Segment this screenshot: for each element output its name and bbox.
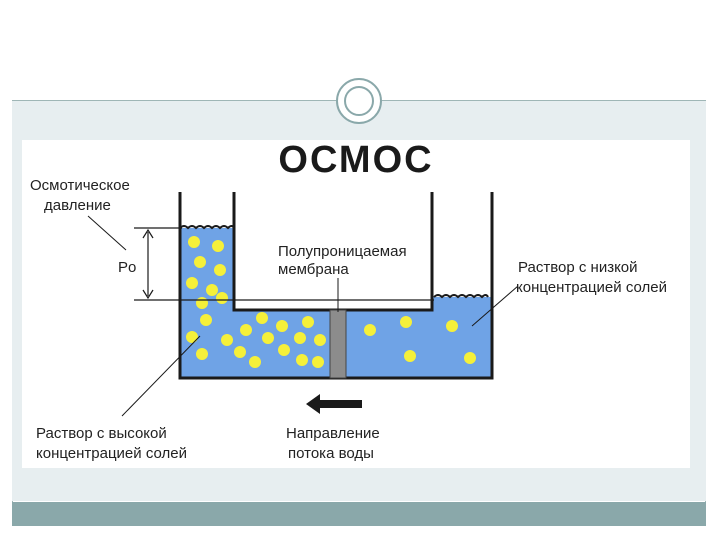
osmosis-svg: Po Осмотическое давление Полупроницаемая…: [30, 177, 667, 462]
low-conc-leader: [471, 285, 519, 327]
pressure-symbol: Po: [118, 259, 136, 276]
osmotic-pressure-label-2: давление: [44, 197, 111, 214]
right-surface-wave: [433, 294, 489, 299]
diagram-title: ОСМОС: [278, 139, 434, 181]
ring-inner: [344, 86, 374, 116]
membrane: [329, 309, 347, 379]
membrane-label-2: мембрана: [278, 261, 349, 278]
low-conc-label-1: Раствор с низкой: [518, 259, 638, 276]
particles: [186, 236, 476, 368]
solution-fill: [180, 228, 492, 378]
high-conc-label-1: Раствор с высокой: [36, 425, 167, 442]
left-surface-wave: [179, 225, 235, 230]
flow-label-1: Направление: [286, 425, 380, 442]
osmotic-pressure-label-1: Осмотическое: [30, 177, 130, 194]
pressure-indicator: [134, 227, 434, 301]
ring-ornament-icon: [336, 78, 382, 124]
flow-label-2: потока воды: [288, 445, 374, 462]
flow-arrow-icon: [306, 394, 362, 414]
low-conc-label-2: концентрацией солей: [516, 279, 667, 296]
osmosis-diagram: ОСМОС: [22, 140, 690, 468]
membrane-label-1: Полупроницаемая: [278, 243, 407, 260]
high-conc-leader: [121, 335, 201, 417]
high-conc-label-2: концентрацией солей: [36, 445, 187, 462]
slide-footer-bar: [12, 502, 706, 526]
osmotic-leader: [87, 215, 127, 251]
